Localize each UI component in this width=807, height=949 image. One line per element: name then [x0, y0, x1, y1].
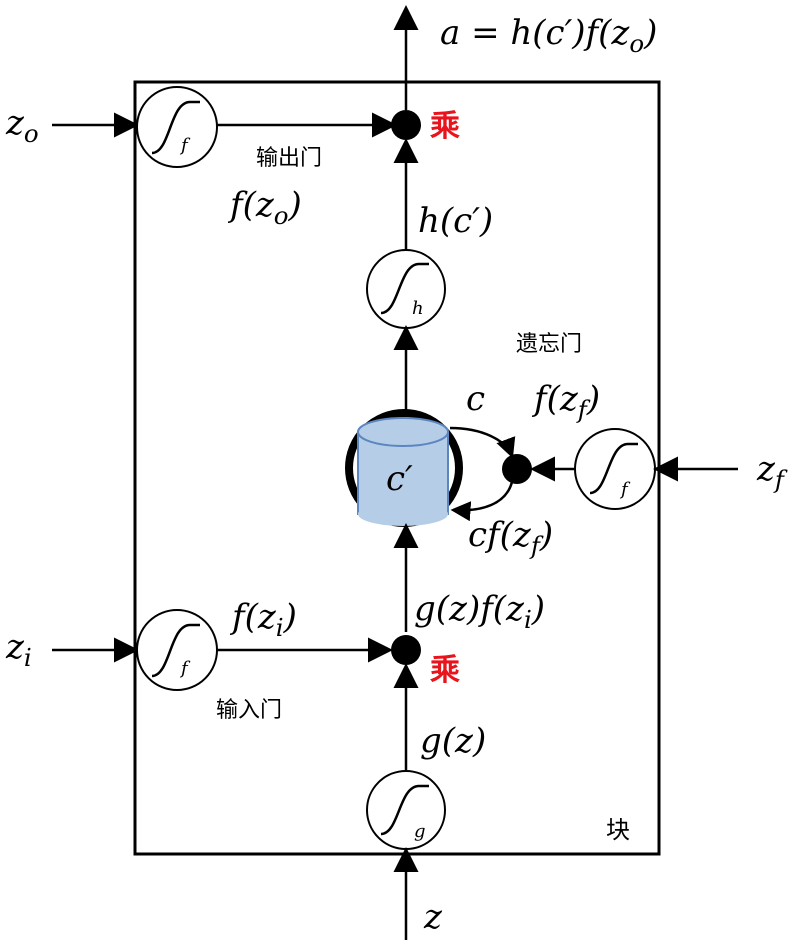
output-gate-value: f(zo): [227, 185, 302, 230]
cell-loop-out-label: cf(zf): [468, 515, 553, 560]
output-gate-input-label: zo: [5, 103, 39, 148]
forget-gate-node: [574, 428, 656, 510]
memory-cell-label: c′: [386, 459, 413, 499]
multiply-label-top: 乘: [430, 109, 460, 144]
cell-loop-in-label: c: [466, 379, 485, 419]
sigmoid-icon: [589, 442, 638, 495]
output-gate-node: [136, 86, 218, 168]
forget-gate-value: f(zf): [531, 379, 600, 424]
sigmoid-icon: [151, 100, 200, 155]
g-activation-node: [366, 770, 446, 850]
product-in-label: g(z)f(zi): [414, 589, 545, 634]
multiply-label-bottom: 乘: [430, 653, 460, 688]
output-a-label: a = h(c′)f(zo): [440, 13, 657, 58]
forget-gate-input-label: zf: [756, 449, 788, 494]
sigmoid-icon: [151, 623, 200, 678]
g-value-label: g(z): [420, 721, 486, 761]
multiply-dot-forget: [502, 454, 532, 484]
cell-loop-out-wire: [449, 426, 516, 459]
multiply-dot-top: [391, 110, 421, 140]
memory-cell-cylinder-top: [357, 417, 449, 447]
forget-gate-name: 遗忘门: [516, 332, 582, 357]
input-gate-value: f(zi): [229, 597, 297, 642]
z-input-label: z: [423, 897, 443, 937]
memory-cell-cylinder: [357, 431, 449, 515]
sigmoid-icon: [380, 784, 429, 836]
sigmoid-icon: [380, 262, 429, 315]
cell-loop-back-wire: [450, 481, 514, 522]
g-activation-symbol: g: [414, 821, 426, 842]
input-gate-name: 输入门: [216, 698, 282, 723]
h-activation-symbol: h: [412, 298, 424, 319]
input-gate: zi f f(zi) 输入门: [5, 597, 393, 723]
memory-cell-cylinder-bottom: [358, 502, 448, 526]
input-gate-node: [136, 609, 218, 691]
h-value-label: h(c′): [418, 201, 493, 241]
multiply-dot-bottom: [391, 635, 421, 665]
input-gate-input-label: zi: [5, 627, 32, 672]
h-activation-node: [366, 249, 446, 329]
output-gate-name: 输出门: [256, 146, 322, 171]
memory-cell: c′: [345, 409, 463, 527]
output-gate: zo f 输出门 f(zo): [5, 86, 397, 230]
forget-gate: 遗忘门 f(zf) f zf: [516, 332, 788, 510]
block-label: 块: [606, 816, 630, 844]
